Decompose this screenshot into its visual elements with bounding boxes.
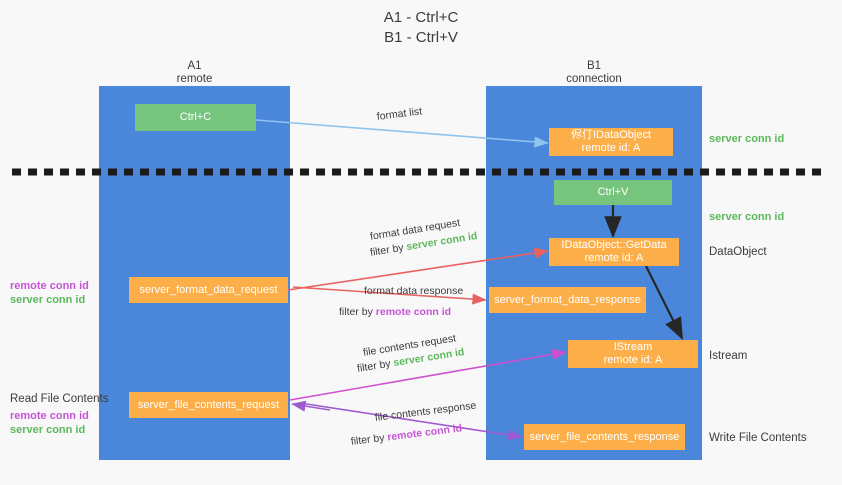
label-server-conn-id-2: server conn id <box>10 424 86 436</box>
box-idataobject-line2: remote id: A <box>581 142 641 154</box>
column-b1-name: B1 <box>586 60 602 72</box>
column-header-b1: B1 connection <box>486 60 702 86</box>
filter-prefix: filter by <box>369 241 408 259</box>
label-remote-conn-id-2: remote conn id <box>10 410 89 422</box>
label-remote-conn-id-1: remote conn id <box>10 280 89 292</box>
column-header-a1: A1 remote <box>99 60 290 86</box>
box-idataobject-getdata[interactable]: IDataObject::GetData remote id: A <box>549 238 679 266</box>
box-istream-line1: IStream <box>613 341 653 353</box>
edge-label-file-contents-response-filter: filter by remote conn id <box>350 421 463 449</box>
box-idataobject[interactable]: 侭仃IDataObject remote id: A <box>549 128 673 156</box>
edge-label-format-list: format list <box>376 105 423 123</box>
edge-label-file-contents-response: file contents response <box>374 399 477 424</box>
edge-label-format-data-response: format data response <box>364 285 464 297</box>
box-istream[interactable]: IStream remote id: A <box>568 340 698 368</box>
edge-label-format-data-response-filter: filter by remote conn id <box>339 305 451 319</box>
label-write-file-contents: Write File Contents <box>709 432 807 444</box>
label-dataobject: DataObject <box>709 246 767 258</box>
label-server-conn-id-top: server conn id <box>709 133 785 145</box>
box-ctrl-c[interactable]: Ctrl+C <box>135 104 256 131</box>
arrow-file-contents-response-left <box>291 400 331 412</box>
filter-prefix: filter by <box>350 431 389 448</box>
label-read-file-contents: Read File Contents <box>10 393 109 405</box>
filter-value-remote-conn-id: remote conn id <box>375 306 452 318</box>
filter-prefix: filter by <box>356 357 395 375</box>
box-getdata-line1: IDataObject::GetData <box>561 239 667 251</box>
box-idataobject-line1: 侭仃IDataObject <box>570 129 652 141</box>
label-istream: Istream <box>709 350 748 362</box>
box-getdata-line2: remote id: A <box>584 252 644 264</box>
box-server-format-data-request[interactable]: server_format_data_request <box>129 277 288 303</box>
label-server-conn-id-1: server conn id <box>10 294 86 306</box>
title-line-1: A1 - Ctrl+C <box>383 9 459 26</box>
box-ctrl-v[interactable]: Ctrl+V <box>554 180 672 205</box>
diagram-title: A1 - Ctrl+C B1 - Ctrl+V <box>0 8 842 48</box>
box-server-file-contents-response[interactable]: server_file_contents_response <box>524 424 685 450</box>
filter-prefix: filter by <box>339 306 376 318</box>
column-b1-sub: connection <box>566 73 622 85</box>
box-server-format-data-response[interactable]: server_format_data_response <box>489 287 646 313</box>
filter-value-remote-conn-id: remote conn id <box>386 422 463 444</box>
column-a1-sub: remote <box>176 73 213 85</box>
box-istream-line2: remote id: A <box>603 354 663 366</box>
title-line-2: B1 - Ctrl+V <box>384 29 458 46</box>
box-server-file-contents-request[interactable]: server_file_contents_request <box>129 392 288 418</box>
label-server-conn-id-second: server conn id <box>709 211 785 223</box>
column-a1-name: A1 <box>187 60 202 72</box>
